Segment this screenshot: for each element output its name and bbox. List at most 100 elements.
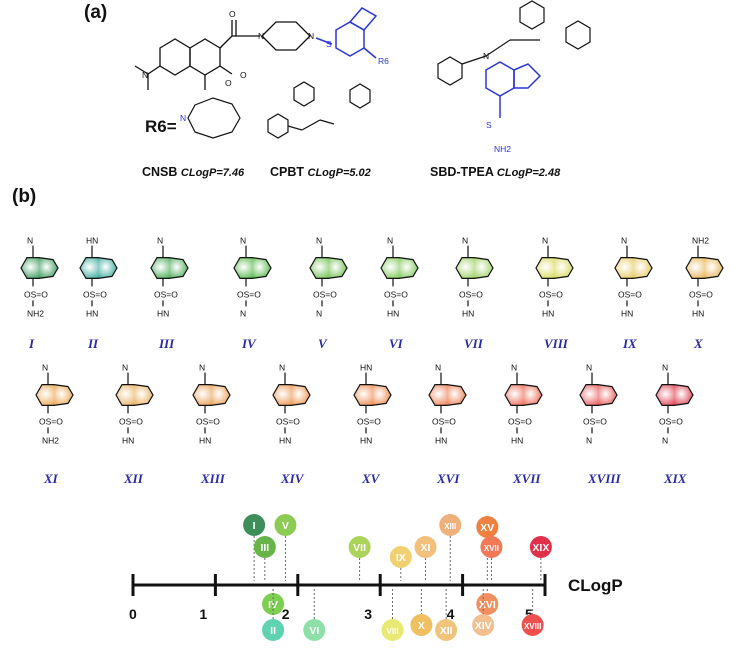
- marker-bubble: [472, 614, 495, 636]
- caption-sbd-tpea-clogp: CLogP=2.48: [496, 167, 561, 179]
- amine-label: N: [316, 236, 322, 246]
- compound-label-i: I: [28, 336, 35, 351]
- marker-bubble: [476, 593, 499, 615]
- cnsb-piperazine: [261, 21, 311, 51]
- marker-ix: IX: [389, 546, 412, 581]
- sulfonyl-label: OS=O: [618, 289, 642, 299]
- oxadiazole-ring: [446, 384, 467, 406]
- sulfonamide-label: NH2: [27, 308, 44, 318]
- sulfonamide-label: NH2: [42, 435, 59, 445]
- compound-label-vii: VII: [464, 336, 484, 351]
- sulfonyl-label: OS=O: [659, 416, 683, 426]
- sulfonyl-label: OS=O: [689, 289, 713, 299]
- compound-label-viii: VIII: [544, 336, 569, 351]
- piperazine-n1: N: [258, 31, 264, 41]
- marker-label: III: [260, 542, 269, 554]
- sulfonamide-label: HN: [621, 308, 633, 318]
- sulfonamide-label: HN: [435, 435, 447, 445]
- marker-label: XVIII: [524, 622, 541, 631]
- piperazine-n2: N: [308, 31, 314, 41]
- marker-xix: XIX: [529, 536, 552, 581]
- axis-title: CLogP: [568, 576, 623, 595]
- marker-xv: XV: [476, 516, 499, 581]
- oxadiazole-ring: [53, 384, 74, 406]
- caption-cpbt-name: CPBT: [270, 165, 305, 179]
- marker-label: X: [418, 620, 425, 632]
- marker-bubble: [480, 536, 503, 558]
- marker-bubble: [410, 614, 433, 636]
- amine-label: HN: [360, 363, 372, 373]
- sbd-tpea-nh2: NH2: [494, 144, 511, 154]
- cnsb-r6-label: R6: [378, 56, 389, 66]
- oxadiazole-ring: [673, 384, 694, 406]
- panel-a-structures: O O O N N N S R6 R6= N N S NH2: [134, 0, 591, 154]
- marker-label: XIX: [532, 542, 549, 554]
- sulfonyl-label: OS=O: [459, 289, 483, 299]
- marker-label: I: [253, 520, 256, 532]
- compound-label-x: X: [693, 336, 703, 351]
- marker-bubble: [381, 619, 404, 641]
- r6-label: R6=: [145, 117, 177, 136]
- compound-label-iv: IV: [241, 336, 257, 351]
- sulfonyl-label: OS=O: [196, 416, 220, 426]
- marker-i: I: [243, 514, 266, 581]
- tick-label-3: 3: [364, 606, 372, 622]
- sulfonyl-label: OS=O: [508, 416, 532, 426]
- tick-label-5: 5: [525, 606, 533, 622]
- oxadiazole-ring: [553, 257, 574, 279]
- marker-vii: VII: [348, 536, 371, 581]
- panel-a-label: (a): [84, 2, 108, 23]
- sulfonamide-label: HN: [199, 435, 211, 445]
- sulfonamide-label: HN: [279, 435, 291, 445]
- marker-bubble: [521, 614, 544, 636]
- panel-b-compounds: NOS=ONH2IHNOS=OHNIINOS=OHNIIINOS=ONIVNOS…: [20, 236, 724, 486]
- marker-label: XIV: [475, 620, 492, 632]
- marker-viii: VIII: [381, 589, 404, 641]
- marker-label: II: [270, 625, 276, 637]
- compound-label-xvi: XVI: [436, 471, 460, 486]
- oxadiazole-ring: [97, 257, 118, 279]
- caption-cnsb: CNSB CLogP=7.46: [142, 165, 244, 179]
- marker-label: XI: [421, 542, 431, 554]
- marker-bubble: [262, 619, 285, 641]
- sulfonyl-label: OS=O: [24, 289, 48, 299]
- amine-label: N: [122, 363, 128, 373]
- marker-bubble: [476, 516, 499, 538]
- marker-bubble: [303, 619, 326, 641]
- oxadiazole-ring: [632, 257, 653, 279]
- oxadiazole-ring: [251, 257, 272, 279]
- cnsb-carbonyl-o: O: [229, 9, 236, 19]
- sulfonamide-label: N: [316, 308, 322, 318]
- tick-label-2: 2: [282, 606, 290, 622]
- panel-b-label: (b): [12, 186, 37, 207]
- marker-label: VII: [353, 542, 366, 554]
- marker-label: IX: [396, 552, 406, 564]
- r6-macrocycle: [187, 97, 241, 139]
- oxadiazole-ring: [703, 257, 724, 279]
- oxadiazole-ring: [327, 257, 348, 279]
- compound-label-xi: XI: [43, 471, 59, 486]
- sulfonyl-label: OS=O: [313, 289, 337, 299]
- sulfonamide-label: HN: [387, 308, 399, 318]
- marker-bubble: [529, 536, 552, 558]
- marker-bubble: [243, 514, 266, 536]
- marker-xii: XII: [435, 589, 458, 641]
- amine-label: N: [199, 363, 205, 373]
- tick-label-0: 0: [129, 606, 137, 622]
- sulfonyl-label: OS=O: [432, 416, 456, 426]
- sbd-tpea-structure: [437, 0, 591, 86]
- marker-xi: XI: [414, 536, 437, 581]
- sulfonamide-label: HN: [86, 308, 98, 318]
- cnsb-coumarin: [134, 20, 260, 90]
- marker-bubble: [253, 536, 276, 558]
- sulfonamide-label: HN: [122, 435, 134, 445]
